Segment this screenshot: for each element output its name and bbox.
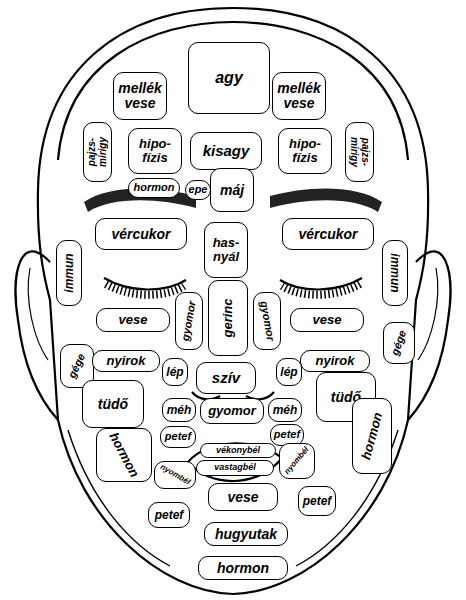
zone-label: szív	[199, 370, 253, 386]
face-zone-box: epe	[185, 180, 211, 200]
face-zone-box: gyomor	[200, 398, 264, 424]
zone-label: hipo-fízis	[281, 137, 329, 164]
face-zone-box: pajzs-mirigy	[345, 122, 374, 182]
face-zone-box: kisagy	[190, 132, 262, 170]
zone-label: vese	[211, 490, 275, 505]
face-zone-box: gerinc	[208, 280, 248, 356]
zone-label: gyomor	[203, 404, 261, 418]
face-zone-box: petef	[298, 486, 336, 516]
face-zone-box: hormon	[96, 428, 152, 482]
zone-label: has-nyál	[207, 236, 245, 263]
face-zone-box: hipo-fízis	[128, 128, 182, 174]
zone-label: hugyutak	[207, 527, 285, 542]
face-zone-box: vese	[290, 308, 364, 332]
face-zone-box: petef	[160, 426, 196, 448]
face-zone-box: lép	[276, 358, 302, 386]
zone-label: hormon	[201, 561, 285, 576]
face-zone-box: hugyutak	[204, 522, 288, 546]
zone-label: gége	[387, 324, 410, 362]
face-zone-box: vékonybél	[200, 443, 276, 458]
zone-label: gyomor	[257, 294, 277, 347]
zone-label: tüdő	[85, 397, 141, 412]
zone-label: immun	[389, 243, 402, 303]
face-zone-box: nyombél	[279, 443, 315, 478]
face-zone-box: nyirok	[92, 350, 160, 372]
face-zone-box: hipo-fízis	[278, 128, 332, 174]
zone-label: lép	[165, 366, 185, 379]
zone-label: gerinc	[221, 283, 235, 353]
face-zone-box: mellék vese	[113, 72, 167, 120]
face-zone-box: immun	[56, 240, 82, 306]
face-zone-box: has-nyál	[204, 222, 248, 278]
zone-label: pajzs-mirigy	[87, 125, 108, 179]
zone-label: nyirok	[95, 354, 157, 368]
zone-label: pajzs-mirigy	[349, 125, 370, 179]
face-zone-box: gyomor	[253, 292, 281, 350]
face-zone-box: méh	[268, 398, 302, 422]
zone-label: vese	[99, 313, 167, 327]
zone-label: hormon	[106, 430, 141, 480]
face-zone-box: vastagbél	[196, 460, 274, 476]
face-zone-box: immun	[382, 240, 408, 306]
zone-label: petef	[273, 429, 301, 441]
face-zone-box: gyomor	[175, 292, 203, 350]
face-zone-box: hormon	[128, 178, 180, 198]
face-zone-box: vércukor	[95, 218, 187, 250]
zone-label: lép	[279, 366, 299, 379]
face-zone-box: petef	[148, 502, 190, 528]
face-zone-box: méh	[162, 398, 196, 422]
face-zone-box: agy	[188, 42, 270, 114]
face-zone-box: vércukor	[282, 218, 374, 250]
zone-label: nyombél	[283, 445, 311, 476]
zone-label: hormon	[356, 400, 387, 471]
face-zone-box: nyombél	[154, 461, 196, 489]
zone-label: máj	[213, 183, 251, 198]
zone-label: vércukor	[98, 227, 184, 242]
zone-label: gyomor	[179, 294, 199, 347]
zone-label: epe	[188, 184, 208, 196]
zone-label: vese	[293, 313, 361, 327]
zone-label: méh	[271, 404, 299, 417]
zone-label: vércukor	[285, 227, 371, 242]
face-zone-box: vese	[96, 308, 170, 332]
zone-label: mellék vese	[275, 81, 323, 110]
zone-label: vastagbél	[199, 463, 271, 472]
zone-label: kisagy	[193, 143, 259, 159]
face-zone-box: mellék vese	[272, 72, 326, 120]
face-zone-box: pajzs-mirigy	[83, 122, 112, 182]
zone-label: hipo-fízis	[131, 137, 179, 164]
zone-label: méh	[165, 404, 193, 417]
zone-label: nyombél	[158, 463, 192, 487]
zone-label: immun	[63, 243, 76, 303]
face-zone-box: hormon	[198, 556, 288, 580]
zone-label: mellék vese	[116, 81, 164, 110]
face-zone-box: nyirok	[300, 350, 370, 372]
zone-label: petef	[301, 495, 333, 508]
face-zone-box: szív	[196, 362, 256, 394]
zone-label: nyirok	[303, 354, 367, 368]
zone-label: petef	[163, 431, 193, 443]
face-zone-box: lép	[162, 358, 188, 386]
zone-label: petef	[151, 509, 187, 522]
face-zone-box: tüdő	[82, 380, 144, 428]
zone-label: gége	[64, 346, 91, 385]
face-zone-box: vese	[208, 483, 278, 511]
zone-label: agy	[191, 70, 267, 87]
zone-label: hormon	[131, 182, 177, 194]
zone-label: vékonybél	[203, 446, 273, 455]
face-zone-box: hormon	[352, 398, 392, 474]
face-zone-box: gége	[383, 322, 414, 364]
face-zone-box: máj	[210, 168, 254, 212]
